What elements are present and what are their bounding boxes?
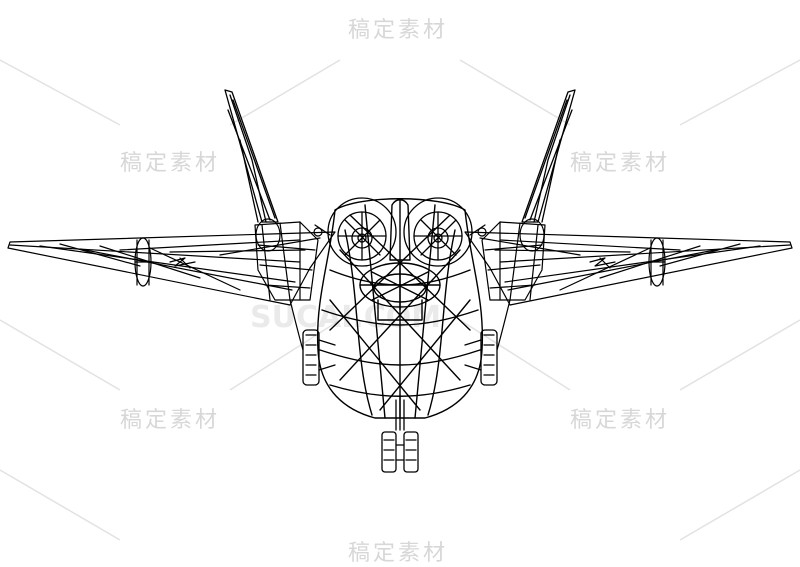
fuselage	[316, 198, 484, 419]
left-nacelle	[254, 218, 319, 301]
watermark-text-right-lower: 稿定素材	[570, 408, 671, 433]
left-tail-fin	[224, 89, 279, 223]
wing-root-details	[289, 224, 511, 351]
nose-gear	[381, 394, 419, 473]
right-main-gear	[464, 329, 498, 386]
right-tail-fin	[521, 89, 576, 223]
left-wing	[7, 231, 336, 306]
left-main-gear	[302, 329, 336, 386]
watermark-text-left-lower: 稿定素材	[120, 408, 221, 433]
right-air-intake	[403, 197, 473, 267]
watermark-text-left-upper: 稿定素材	[120, 151, 221, 176]
nose-cone	[359, 199, 441, 321]
watermark-text-right-upper: 稿定素材	[570, 151, 671, 176]
watermark-text-top: 稿定素材	[348, 18, 449, 43]
watermark-text-bottom: 稿定素材	[348, 541, 449, 566]
right-nacelle	[481, 218, 546, 301]
underwing-pods	[134, 237, 666, 287]
left-air-intake	[327, 197, 397, 267]
